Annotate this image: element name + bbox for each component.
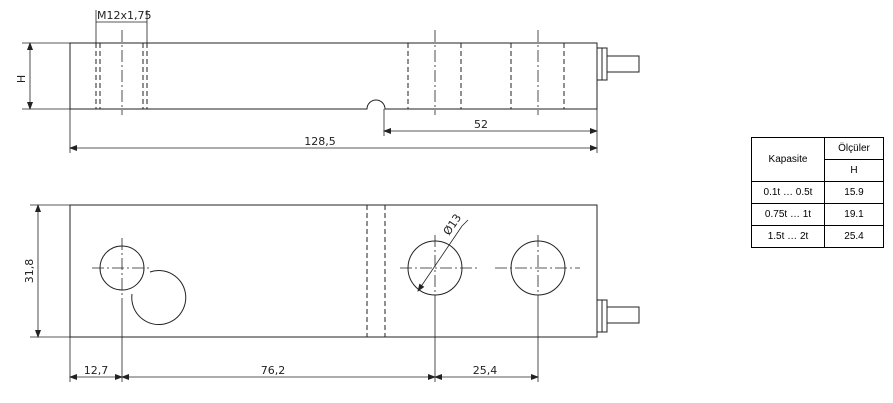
dim-25-4-label: 25,4 [473, 364, 498, 377]
thread-label: M12x1,75 [97, 9, 152, 22]
capacity-dimension-table: Kapasite Ölçüler H 0.1t … 0.5t 15.9 0.75… [751, 137, 884, 248]
table-row: 1.5t … 2t 25.4 [751, 225, 884, 248]
top-notch-hidden-lines [366, 205, 386, 337]
dim-12-7-label: 12,7 [84, 364, 109, 377]
row-h: 15.9 [824, 181, 884, 204]
side-centerlines [121, 30, 539, 115]
height-label: H [15, 75, 28, 83]
row-h: 25.4 [824, 225, 884, 248]
dim-diameter-label: Ø13 [441, 212, 464, 238]
top-view-outline [69, 204, 598, 338]
side-thread-hidden-lines [95, 43, 148, 109]
top-view [30, 204, 640, 382]
row-h: 19.1 [824, 203, 884, 226]
header-h: H [824, 159, 884, 182]
row-capacity: 1.5t … 2t [751, 225, 825, 248]
dim-52-label: 52 [474, 118, 488, 131]
header-dimensions: Ölçüler [824, 137, 884, 160]
side-view-outline [69, 42, 598, 110]
side-view [22, 10, 640, 153]
threaded-hole-thread-arc [131, 270, 187, 326]
side-hole-hidden-lines [407, 43, 565, 109]
row-capacity: 0.1t … 0.5t [751, 181, 825, 204]
row-capacity: 0.75t … 1t [751, 203, 825, 226]
table-header-row: Kapasite Ölçüler [751, 137, 884, 182]
top-cable [606, 306, 640, 324]
table-row: 0.75t … 1t 19.1 [751, 203, 884, 226]
top-centerlines [92, 235, 580, 302]
dim-width-label: 31,8 [23, 259, 36, 284]
side-cable [606, 55, 640, 73]
dim-length-label: 128,5 [304, 135, 336, 148]
dim-76-2-label: 76,2 [261, 364, 286, 377]
header-capacity: Kapasite [751, 137, 825, 182]
table-row: 0.1t … 0.5t 15.9 [751, 181, 884, 204]
